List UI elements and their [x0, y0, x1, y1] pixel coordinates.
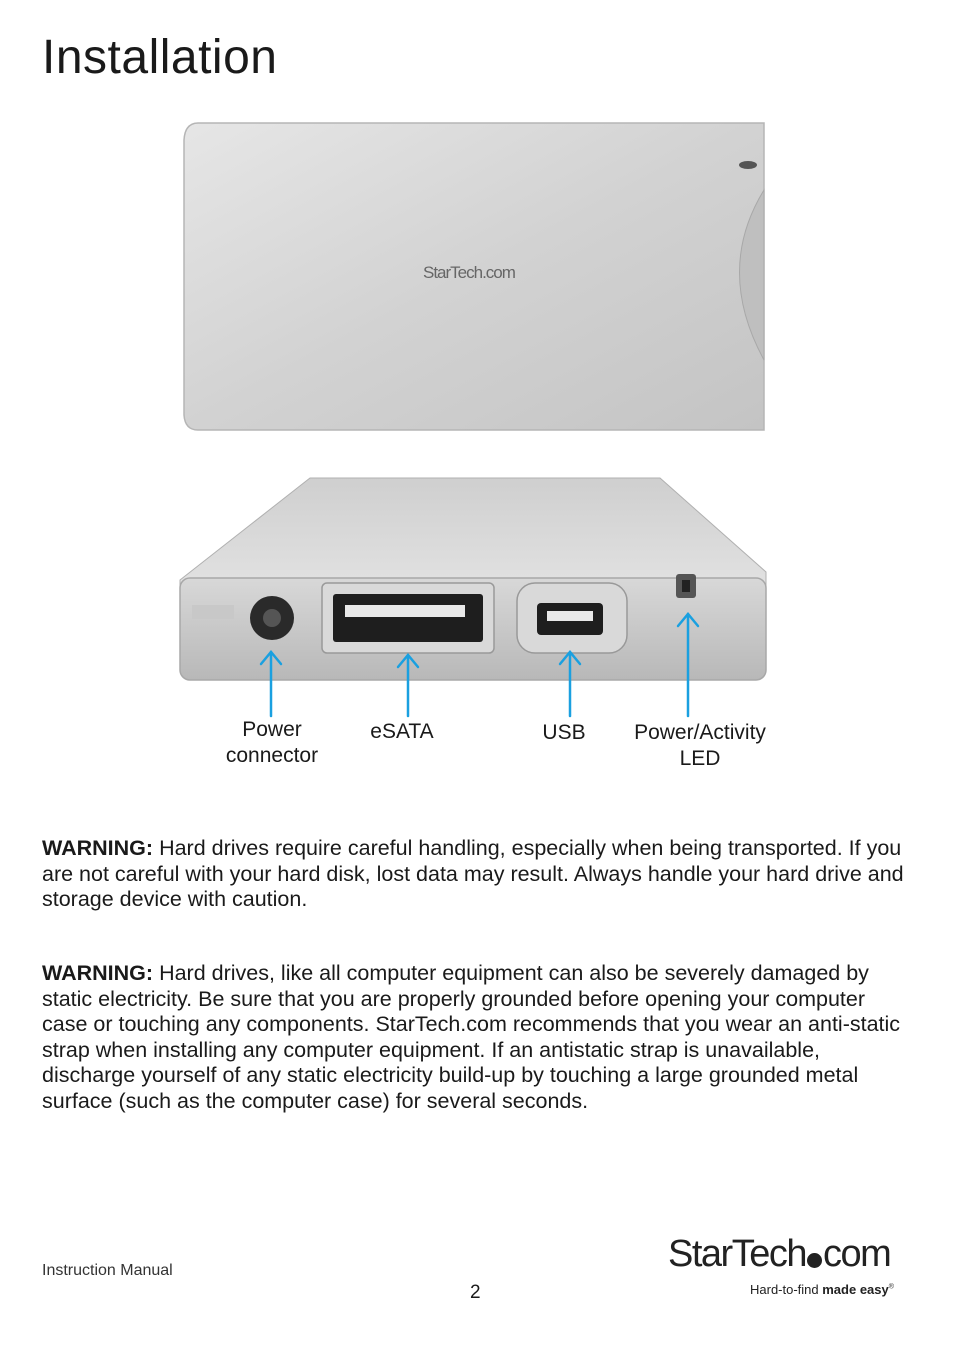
- page-number: 2: [470, 1282, 481, 1303]
- arrow-power-connector: [259, 650, 283, 718]
- label-power-connector-line1: Power: [242, 718, 302, 741]
- label-power-connector-line2: connector: [225, 744, 319, 767]
- warning-text: Hard drives, like all computer equipment…: [42, 961, 901, 1113]
- arrow-esata: [396, 653, 420, 718]
- logo-tagline: Hard-to-find made easy®: [750, 1282, 894, 1297]
- warning-static: WARNING: Hard drives, like all computer …: [42, 961, 914, 1114]
- startech-logo: StarTech com Hard-to-find made easy®: [668, 1232, 913, 1302]
- enclosure-figure: StarTech.com: [179, 122, 780, 772]
- tagline-mark: ®: [888, 1283, 894, 1291]
- enclosure-front-view: [179, 477, 767, 681]
- logo-wordmark: StarTech com: [668, 1232, 892, 1276]
- enclosure-top-logo: StarTech.com: [423, 263, 516, 282]
- tagline-regular: Hard-to-find: [750, 1282, 823, 1297]
- warning-label: WARNING:: [42, 836, 154, 860]
- arrow-usb: [558, 650, 582, 718]
- label-esata: eSATA: [370, 720, 434, 743]
- arrow-led: [676, 612, 700, 718]
- logo-right: com: [822, 1233, 892, 1275]
- logo-left: StarTech: [668, 1233, 807, 1275]
- label-usb: USB: [542, 721, 586, 744]
- logo-dot-icon: [806, 1253, 822, 1268]
- label-power-activity-led: Power/Activity LED: [620, 720, 780, 772]
- footer-manual-label: Instruction Manual: [42, 1262, 173, 1279]
- enclosure-illustration: StarTech.com: [179, 122, 767, 718]
- callout-arrows: [259, 612, 700, 718]
- page-title: Installation: [42, 31, 278, 84]
- enclosure-top-view: StarTech.com: [183, 122, 765, 431]
- tagline-bold: made easy: [822, 1282, 889, 1297]
- label-power-connector: Power connector: [211, 717, 333, 769]
- label-led-line2: LED: [679, 747, 721, 770]
- warning-transport: WARNING: Hard drives require careful han…: [42, 836, 914, 913]
- warning-text: Hard drives require careful handling, es…: [42, 836, 904, 911]
- label-led-line1: Power/Activity: [634, 721, 766, 744]
- warning-label: WARNING:: [42, 961, 154, 985]
